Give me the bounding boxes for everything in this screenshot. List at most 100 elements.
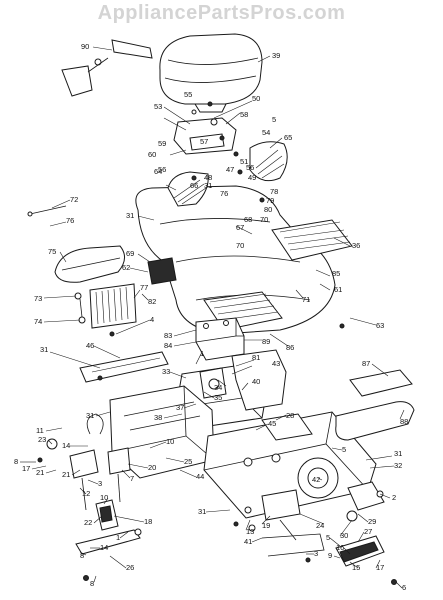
callout-label: 55: [184, 90, 192, 99]
callout-label: 23: [38, 435, 46, 444]
callout-label: 25: [184, 457, 192, 466]
callout-label: 28: [286, 411, 294, 420]
callout-label: 11: [36, 426, 44, 435]
callout-label: 51: [240, 157, 248, 166]
callout-label: 29: [368, 517, 376, 526]
callout-label: 90: [81, 42, 89, 51]
callout-label: 89: [262, 337, 270, 346]
heat-shield: [231, 349, 287, 411]
console-plate: [167, 171, 209, 207]
callout-label: 81: [252, 353, 260, 362]
callout-label: 30: [340, 531, 348, 540]
callout-leaders: [20, 46, 405, 589]
callout-label: 61: [334, 285, 342, 294]
callout-label: 85: [332, 269, 340, 278]
callout-label: 57: [200, 137, 208, 146]
callout-label: 49: [248, 173, 256, 182]
callout-label: 63: [376, 321, 384, 330]
callout-label: 8: [80, 551, 84, 560]
callout-label: 83: [164, 331, 172, 340]
callout-label: 54: [262, 128, 270, 137]
callout-label: 79: [266, 196, 274, 205]
callout-label: 44: [196, 472, 204, 481]
callout-label: 76: [66, 216, 74, 225]
callout-label: 10: [100, 493, 108, 502]
main-frame: [109, 385, 215, 479]
callout-label: 50: [252, 94, 260, 103]
grille-panel: [89, 283, 137, 329]
callout-label: 17: [22, 464, 30, 473]
callout-label: 41: [244, 537, 252, 546]
callout-label: 26: [126, 563, 134, 572]
callout-label: 46: [86, 341, 94, 350]
callout-label: 64: [154, 167, 162, 176]
lever-bracket: [74, 292, 86, 324]
front-bumper: [335, 369, 415, 441]
callout-label: 75: [48, 247, 56, 256]
steering-arm: [75, 528, 142, 555]
callout-label: 3: [98, 479, 102, 488]
callout-label: 1: [116, 533, 120, 542]
callout-label: 40: [252, 377, 260, 386]
callout-label: 80: [264, 205, 272, 214]
callout-label: 78: [270, 187, 278, 196]
watermark-text: AppliancePartsPros.com: [97, 2, 346, 24]
callout-label: 56: [158, 165, 166, 174]
callout-label: 4: [150, 315, 154, 324]
seat: [159, 33, 263, 113]
callout-label: 21: [62, 470, 70, 479]
callout-label: 38: [154, 413, 162, 422]
rear-bracket: [346, 481, 385, 522]
callout-label: 36: [352, 241, 360, 250]
callout-label: 10: [166, 437, 174, 446]
callout-label: 43: [272, 359, 280, 368]
callout-label: 13: [246, 527, 254, 536]
callout-label: 24: [316, 521, 324, 530]
callout-labels: 90 39 55 50 53 58 5 57 54 65 59 60 51 56…: [14, 42, 408, 592]
callout-label: 35: [214, 393, 222, 402]
callout-label: 67: [236, 223, 244, 232]
callout-label: 68: [244, 215, 252, 224]
callout-label: 45: [268, 419, 276, 428]
callout-label: 3: [314, 549, 318, 558]
callout-label: 17: [376, 563, 384, 572]
fender-tube: [54, 245, 125, 283]
callout-label: 70: [260, 215, 268, 224]
callout-label: 21: [36, 468, 44, 477]
right-console: [249, 141, 288, 182]
callout-label: 22: [84, 518, 92, 527]
callout-label: 72: [70, 195, 78, 204]
callout-label: 56: [246, 163, 254, 172]
callout-label: 18: [144, 517, 152, 526]
callout-label: 6: [402, 583, 406, 592]
callout-label: 34: [214, 383, 222, 392]
callout-label: 65: [284, 133, 292, 142]
callout-label: 2: [392, 493, 396, 502]
callout-label: 5: [326, 533, 330, 542]
callout-label: 74: [34, 317, 42, 326]
linkage-rod: [261, 533, 325, 557]
chassis-rails: [203, 411, 377, 519]
callout-label: 31: [394, 449, 402, 458]
callout-label: 37: [176, 403, 184, 412]
callout-label: 5: [272, 115, 276, 124]
callout-label: 20: [148, 463, 156, 472]
dash-plate: [79, 351, 169, 383]
callout-label: 62: [122, 263, 130, 272]
callout-label: 69: [126, 249, 134, 258]
fender-deck: [135, 185, 336, 335]
callout-label: 27: [364, 527, 372, 536]
callout-label: 8: [90, 579, 94, 588]
callout-label: 31: [86, 411, 94, 420]
callout-label: 86: [286, 343, 294, 352]
rear-hitch: [335, 535, 385, 567]
callout-label: 47: [226, 165, 234, 174]
shift-rod: [27, 205, 67, 217]
callout-label: 82: [148, 297, 156, 306]
callout-label: 5: [342, 445, 346, 454]
callout-label: 88: [400, 417, 408, 426]
callout-label: 8: [14, 457, 18, 466]
callout-label: 70: [236, 241, 244, 250]
callout-label: 84: [164, 341, 172, 350]
